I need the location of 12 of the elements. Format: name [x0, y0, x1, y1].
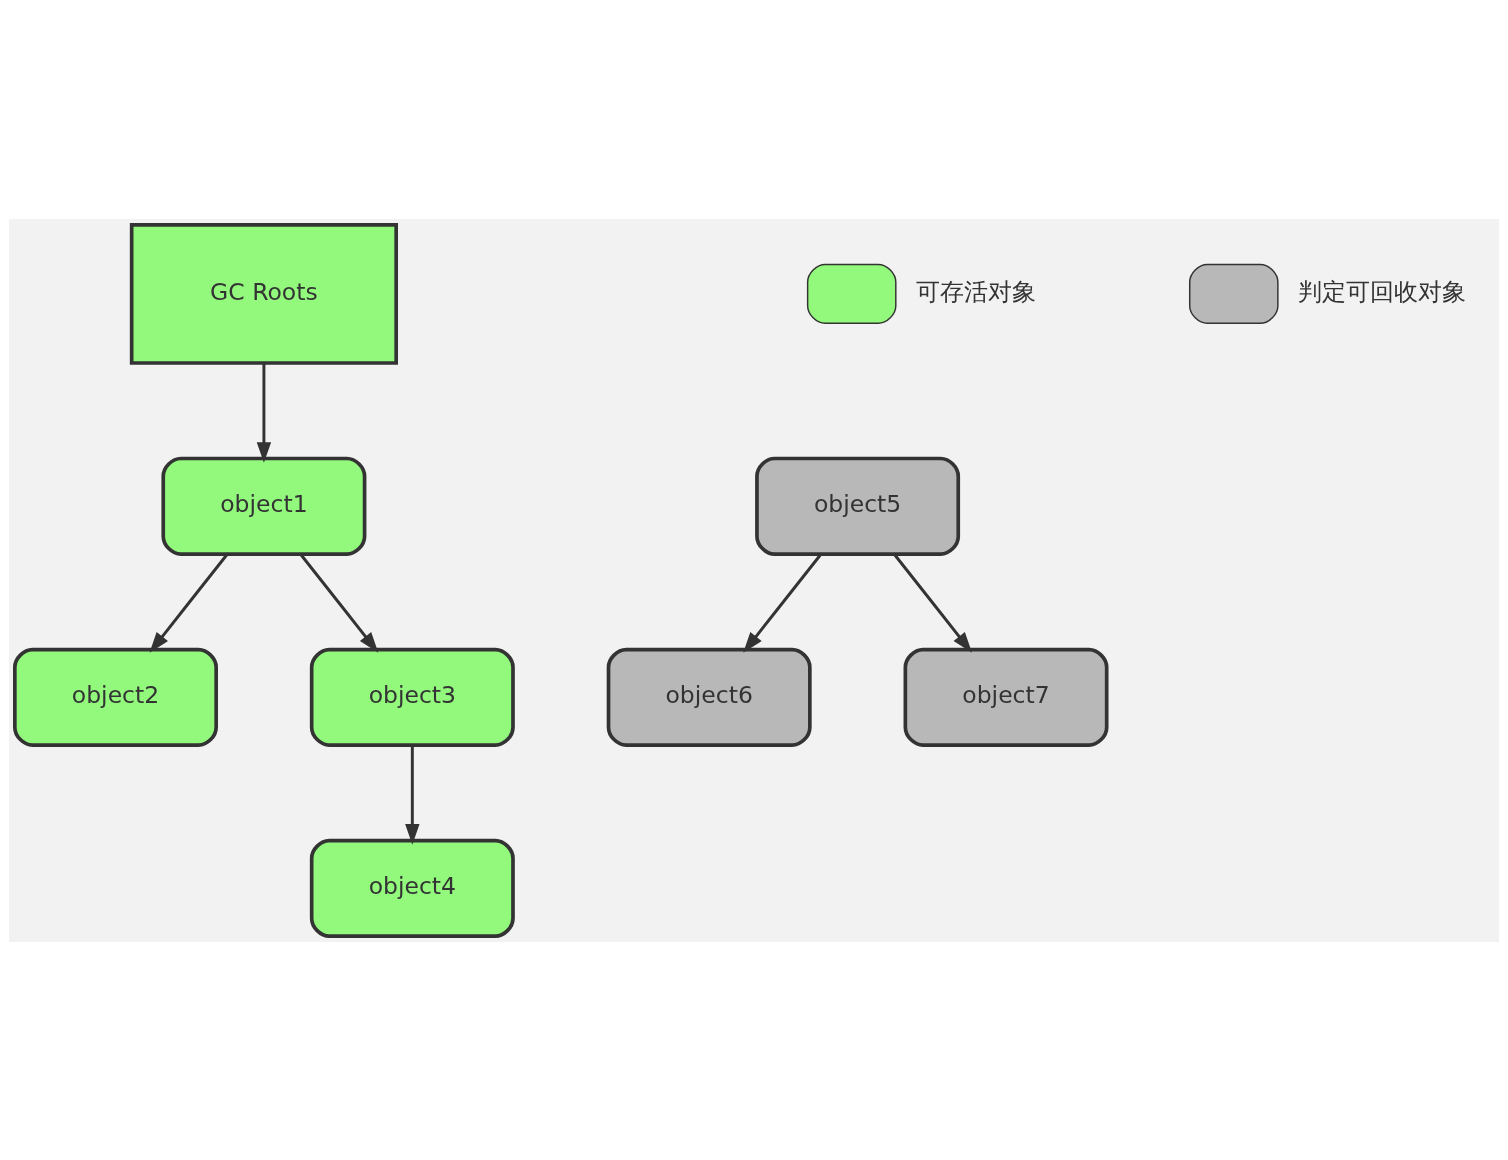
legend-label: 判定可回收对象: [1298, 277, 1467, 306]
node-box: object4: [309, 838, 515, 938]
node-box: object5: [755, 456, 961, 556]
node-box: object2: [13, 647, 218, 747]
arrow: [256, 362, 272, 463]
node-box: object7: [903, 647, 1109, 747]
node-box: GC Roots: [129, 222, 398, 365]
legend-label: 可存活对象: [916, 277, 1037, 306]
node-box: object3: [309, 647, 515, 747]
node-box: object1: [161, 456, 367, 556]
arrow: [405, 744, 420, 845]
node-box: object6: [606, 647, 812, 747]
